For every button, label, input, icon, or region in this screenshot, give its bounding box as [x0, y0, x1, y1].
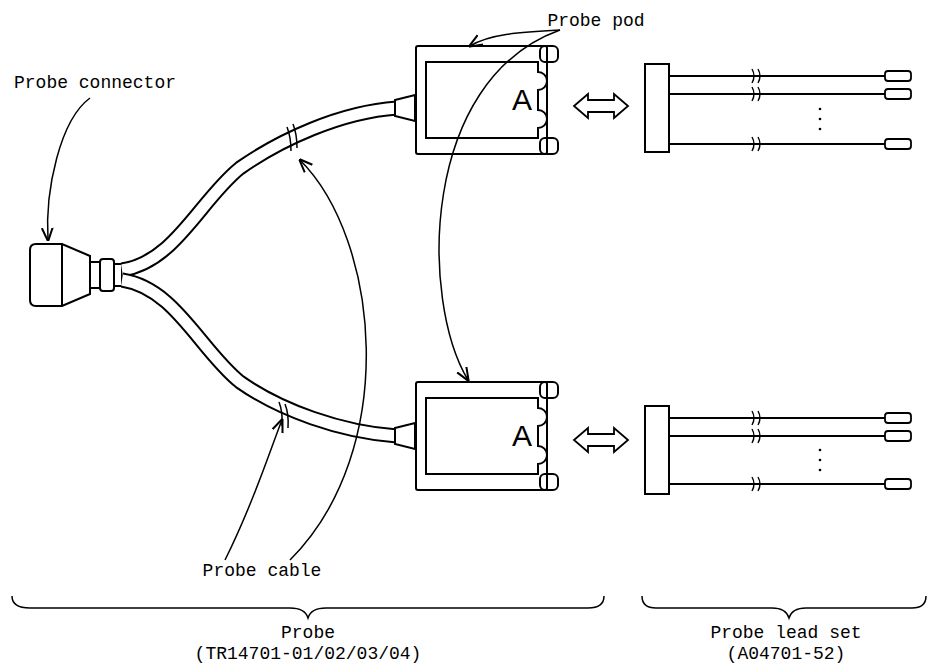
probe-pod: A — [415, 45, 548, 155]
ellipsis-dot — [819, 449, 822, 452]
lead-terminal — [885, 479, 911, 489]
ellipsis-dot — [819, 459, 822, 462]
break-mark — [752, 87, 760, 101]
probe-cable — [122, 108, 397, 436]
probe-lead — [669, 69, 911, 491]
part-label: Probe lead set — [710, 624, 861, 644]
lead-wire — [669, 75, 885, 77]
probe-lead-set — [645, 64, 669, 494]
lead-terminal — [885, 139, 911, 149]
part-label: Probe pod — [547, 12, 644, 32]
pod-letter: A — [512, 83, 546, 117]
lead-terminal — [885, 431, 911, 441]
part-label: Probe cable — [203, 562, 322, 582]
break-mark — [752, 429, 760, 443]
probe-pod-body — [395, 46, 558, 490]
ellipsis-dot — [819, 108, 822, 111]
lead-terminal — [885, 71, 911, 81]
lead-wire — [669, 93, 885, 95]
part-label: Probe connector — [14, 74, 176, 94]
part-label: Probe — [281, 624, 335, 644]
break-mark — [752, 411, 760, 425]
part-label: (A04701-52) — [727, 645, 846, 665]
break-mark — [752, 477, 760, 491]
lead-wire — [669, 435, 885, 437]
part-label: (TR14701-01/02/03/04) — [195, 645, 422, 665]
lead-wire — [669, 483, 885, 485]
leader-line — [48, 30, 560, 560]
ellipsis-dot — [819, 118, 822, 121]
break-mark — [752, 137, 760, 151]
lead-terminal — [885, 413, 911, 423]
bracket — [12, 596, 926, 618]
lead-wire — [669, 143, 885, 145]
mating-arrow — [574, 94, 628, 452]
break-mark — [752, 69, 760, 83]
lead-wire — [669, 417, 885, 419]
ellipsis-dot — [819, 128, 822, 131]
probe-connector — [30, 244, 122, 306]
probe-pod: A — [415, 381, 548, 491]
lead-terminal — [885, 89, 911, 99]
ellipsis-dot — [819, 469, 822, 472]
pod-letter: A — [512, 419, 546, 453]
